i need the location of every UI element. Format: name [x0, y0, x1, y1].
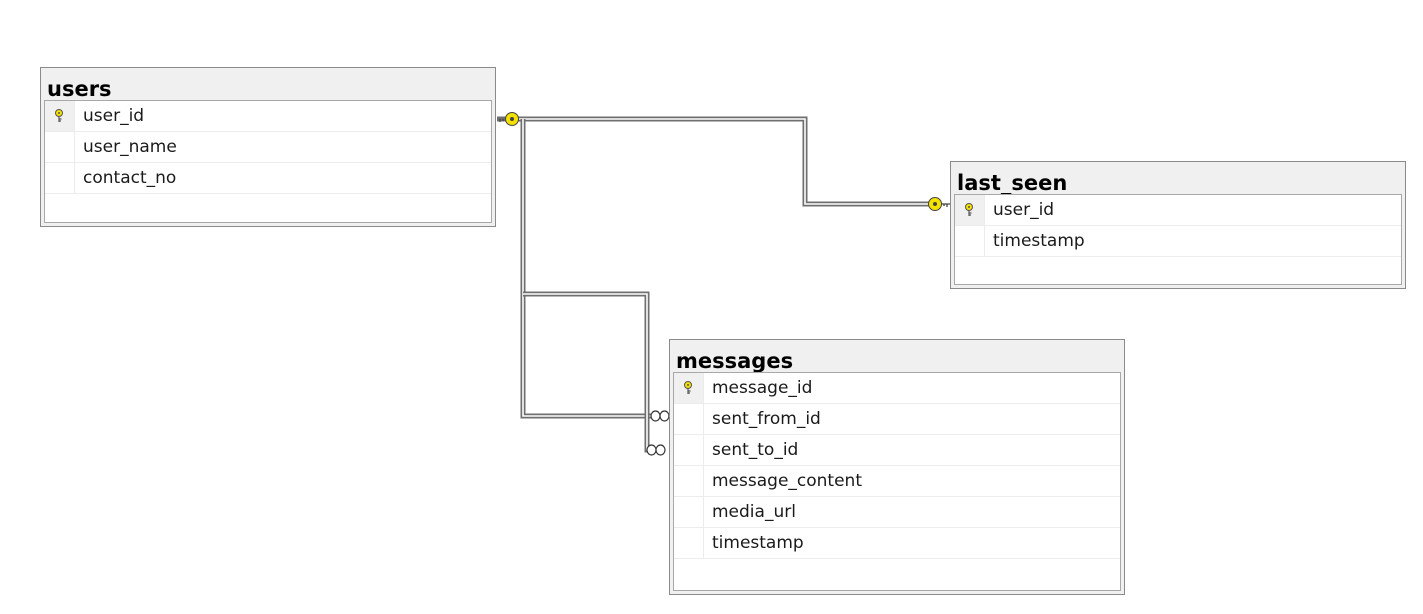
key-icon [965, 203, 973, 216]
key-cell [674, 435, 704, 465]
column-name: sent_to_id [712, 440, 799, 460]
table-columns: message_id sent_from_id sent_to_id messa… [673, 372, 1121, 591]
column-row-timestamp[interactable]: timestamp [674, 528, 1120, 559]
column-name: user_name [83, 137, 177, 157]
infinity-icon [650, 410, 670, 422]
column-name: contact_no [83, 168, 177, 188]
key-cell [674, 373, 704, 403]
key-icon [55, 109, 63, 122]
column-name: message_content [712, 471, 862, 491]
key-cell [955, 195, 985, 225]
column-name: user_id [993, 200, 1055, 220]
column-row-message-content[interactable]: message_content [674, 466, 1120, 497]
table-last-seen[interactable]: last_seen user_id timestamp [950, 161, 1406, 289]
table-title: users [47, 77, 112, 100]
column-row-message-id[interactable]: message_id [674, 373, 1120, 404]
column-name: user_id [83, 106, 145, 126]
key-icon [684, 381, 692, 394]
key-cell [674, 404, 704, 434]
column-row-user-id[interactable]: user_id [955, 195, 1401, 226]
relationship-users-messages-to [523, 291, 651, 453]
column-name: timestamp [993, 231, 1085, 251]
key-cell [674, 528, 704, 558]
key-cell [45, 163, 75, 193]
relationship-users-last-seen [497, 116, 929, 207]
table-messages[interactable]: messages message_id sent_from_id sent_t [669, 339, 1125, 595]
column-row-media-url[interactable]: media_url [674, 497, 1120, 528]
key-cell [674, 466, 704, 496]
column-row-sent-to-id[interactable]: sent_to_id [674, 435, 1120, 466]
table-title: last_seen [957, 171, 1068, 194]
key-icon [497, 112, 519, 126]
column-name: timestamp [712, 533, 804, 553]
column-row-user-id[interactable]: user_id [45, 101, 491, 132]
infinity-icon [646, 444, 666, 456]
column-name: message_id [712, 378, 813, 398]
column-row-user-name[interactable]: user_name [45, 132, 491, 163]
key-icon [928, 197, 950, 211]
key-cell [955, 226, 985, 256]
key-cell [674, 497, 704, 527]
key-cell [45, 132, 75, 162]
table-columns: user_id user_name contact_no [44, 100, 492, 223]
table-columns: user_id timestamp [954, 194, 1402, 285]
column-row-timestamp[interactable]: timestamp [955, 226, 1401, 257]
table-title: messages [676, 349, 794, 372]
column-row-sent-from-id[interactable]: sent_from_id [674, 404, 1120, 435]
column-name: media_url [712, 502, 796, 522]
column-name: sent_from_id [712, 409, 821, 429]
column-row-contact-no[interactable]: contact_no [45, 163, 491, 194]
relationship-users-messages-from [520, 119, 651, 419]
key-cell [45, 101, 75, 131]
table-users[interactable]: users user_id user_name contact_no [40, 67, 496, 227]
